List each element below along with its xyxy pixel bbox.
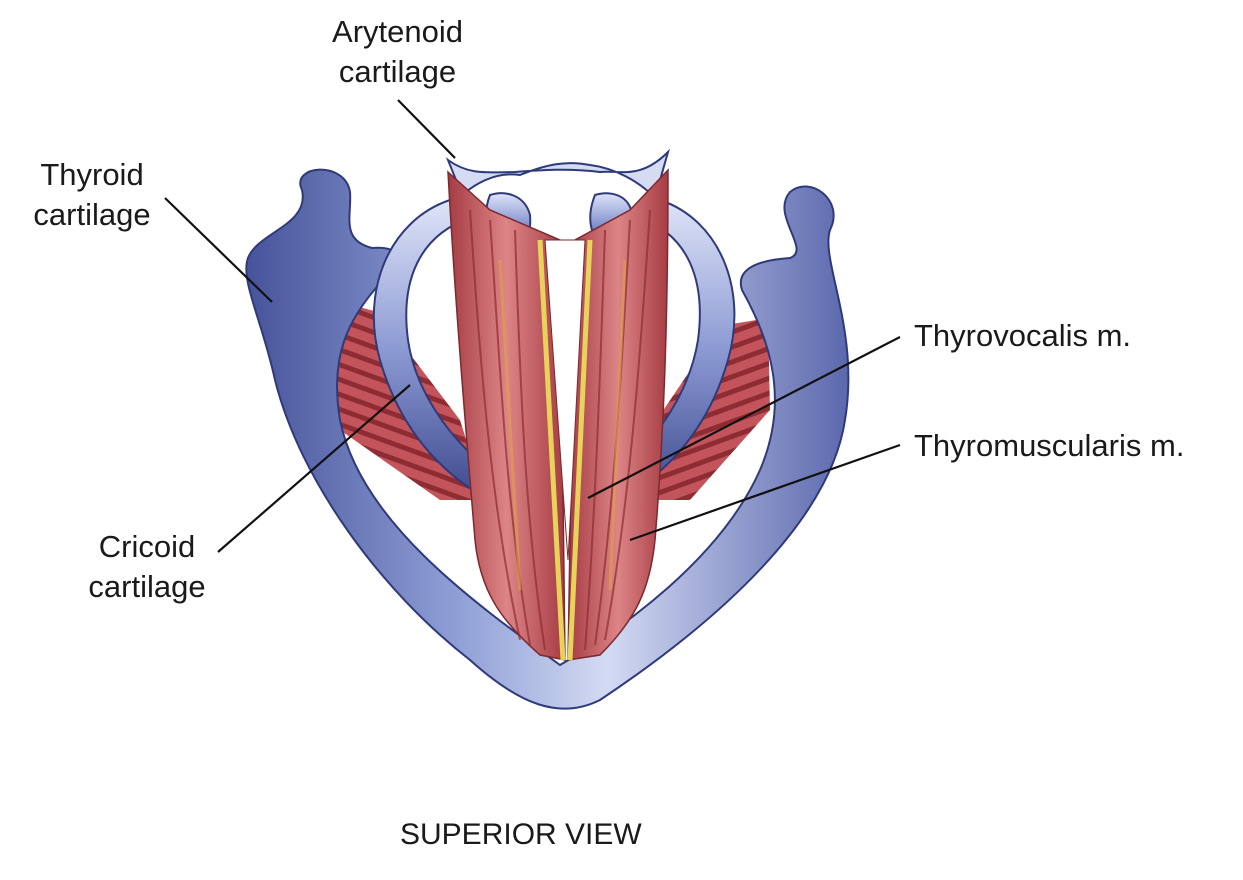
arytenoid-label-line2: cartilage [338, 54, 457, 89]
left-thyroarytenoid-muscle [447, 170, 566, 661]
arytenoid-cartilage [445, 148, 671, 200]
left-orange-streak [498, 259, 522, 591]
thyroid-cartilage [245, 168, 850, 710]
thyroid-cartilage-label: Thyroid cartilage [12, 155, 172, 235]
arytenoid-label-line1: Arytenoid [332, 14, 463, 49]
view-caption: SUPERIOR VIEW [400, 818, 642, 851]
leader-line-thyroid [164, 197, 273, 303]
cricoid-label-line2: cartilage [88, 569, 206, 604]
thyrovocalis-label: Thyrovocalis m. [914, 318, 1132, 353]
cricoid-label-line1: Cricoid [98, 529, 196, 564]
thyromuscularis-label: Thyromuscularis m. [914, 428, 1185, 463]
leader-line-thyrovocalis [587, 336, 901, 499]
left-vocal-ligament [537, 239, 566, 661]
thyroid-label-line1: Thyroid [40, 157, 144, 192]
glottis [544, 239, 586, 561]
right-orange-streak [608, 259, 627, 591]
cricoid-cartilage-label: Cricoid cartilage [62, 527, 232, 607]
arytenoid-cartilage-label: Arytenoid cartilage [300, 12, 495, 92]
thyroid-label-line2: cartilage [33, 197, 151, 232]
right-vocal-ligament [567, 239, 593, 661]
leader-line-cricoid [217, 384, 411, 553]
leader-lines [164, 99, 901, 553]
leader-line-thyromuscularis [629, 443, 901, 542]
leader-line-arytenoid [397, 99, 456, 159]
